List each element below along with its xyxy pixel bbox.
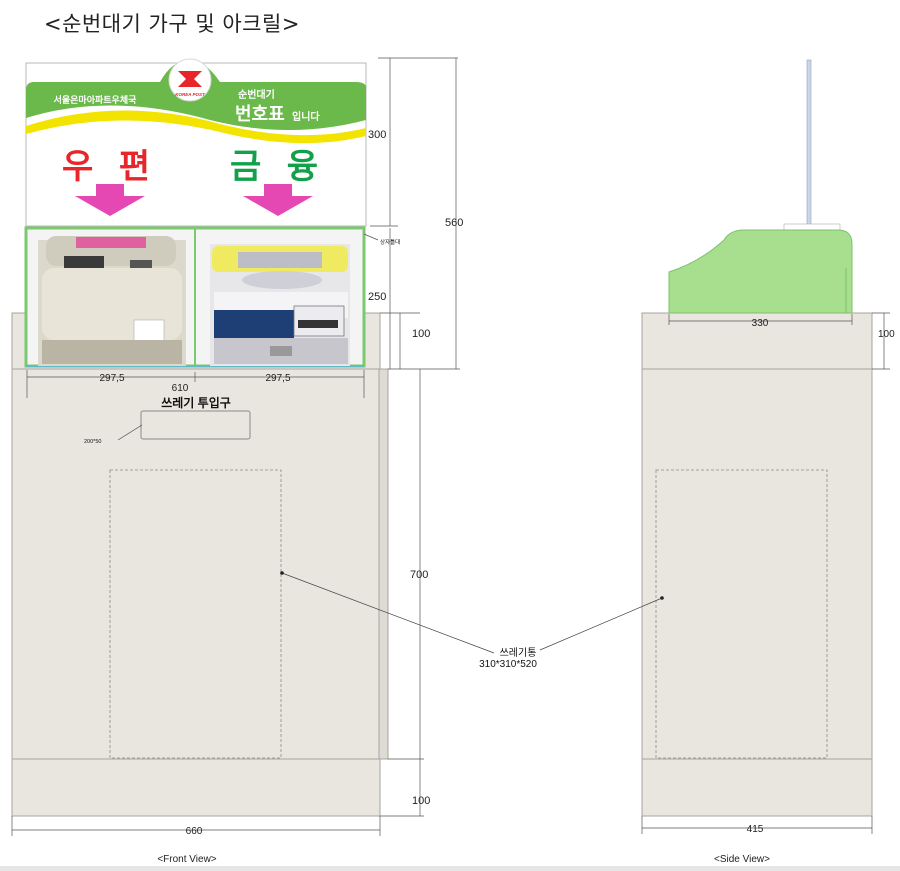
side-cabinet-top-band	[641, 312, 873, 370]
dim-610: 610	[172, 383, 189, 394]
dim-415: 415	[747, 824, 764, 835]
slot-size-leader	[117, 424, 143, 441]
left-arrow	[75, 184, 145, 216]
slot-size: 200*50	[84, 439, 101, 445]
front-cabinet-side-panel	[378, 368, 389, 760]
page-title: <순번대기 가구 및 아크릴>	[44, 12, 300, 36]
sign-yellow-swoosh	[26, 110, 366, 144]
sign-office-name: 서울은마아파트우체국	[54, 94, 138, 105]
front-cabinet-base	[11, 758, 381, 817]
logo-text: KOREA POST	[175, 92, 206, 97]
sign-slogan-small: 입니다	[292, 110, 320, 123]
dim-100-bottom: 100	[412, 795, 430, 807]
bin-leader-front-dot	[280, 571, 284, 575]
sign-right-label: 금 융	[230, 148, 326, 186]
dim-250: 250	[368, 291, 386, 303]
bin-label: 쓰레기통	[500, 647, 537, 659]
bin-leader-side	[539, 597, 663, 651]
right-ticket-machine	[210, 244, 350, 366]
side-sign-clip	[783, 223, 841, 231]
sign-slogan-line1: 순번대기	[238, 88, 275, 101]
bottom-scroll-strip	[0, 866, 900, 871]
slot-title: 쓰레기 투입구	[161, 395, 231, 410]
side-dim-100: 100	[878, 329, 895, 340]
front-trash-bin-outline	[109, 469, 282, 759]
dim-660: 660	[186, 826, 203, 837]
side-dimensions	[641, 312, 890, 834]
right-arrow	[243, 184, 313, 216]
dim-700: 700	[410, 569, 428, 581]
side-acrylic-case	[668, 229, 853, 314]
dim-297-left: 297,5	[99, 373, 124, 384]
side-cabinet-body	[641, 368, 873, 760]
bin-size: 310*310*520	[479, 659, 537, 670]
sign-left-label: 우 편	[62, 148, 158, 186]
dim-330: 330	[752, 318, 769, 329]
dim-560: 560	[445, 217, 463, 229]
bin-leader-front	[281, 572, 495, 654]
side-cabinet-base	[641, 758, 873, 817]
sign-slogan-big: 번호표	[235, 104, 285, 124]
side-view-label: <Side View>	[714, 854, 770, 865]
front-dimensions	[11, 57, 460, 836]
dim-297-right: 297,5	[265, 373, 290, 384]
bin-leader-side-dot	[660, 596, 664, 600]
dim-300: 300	[368, 129, 386, 141]
left-ticket-machine	[38, 236, 186, 366]
logo-mark	[178, 71, 202, 87]
dim-100-top: 100	[412, 328, 430, 340]
front-view-label: <Front View>	[157, 854, 216, 865]
side-sign-pole	[806, 59, 812, 229]
acrylic-note: 상자틀대	[380, 238, 400, 246]
side-trash-bin-outline	[655, 469, 828, 759]
trash-slot	[140, 410, 251, 440]
